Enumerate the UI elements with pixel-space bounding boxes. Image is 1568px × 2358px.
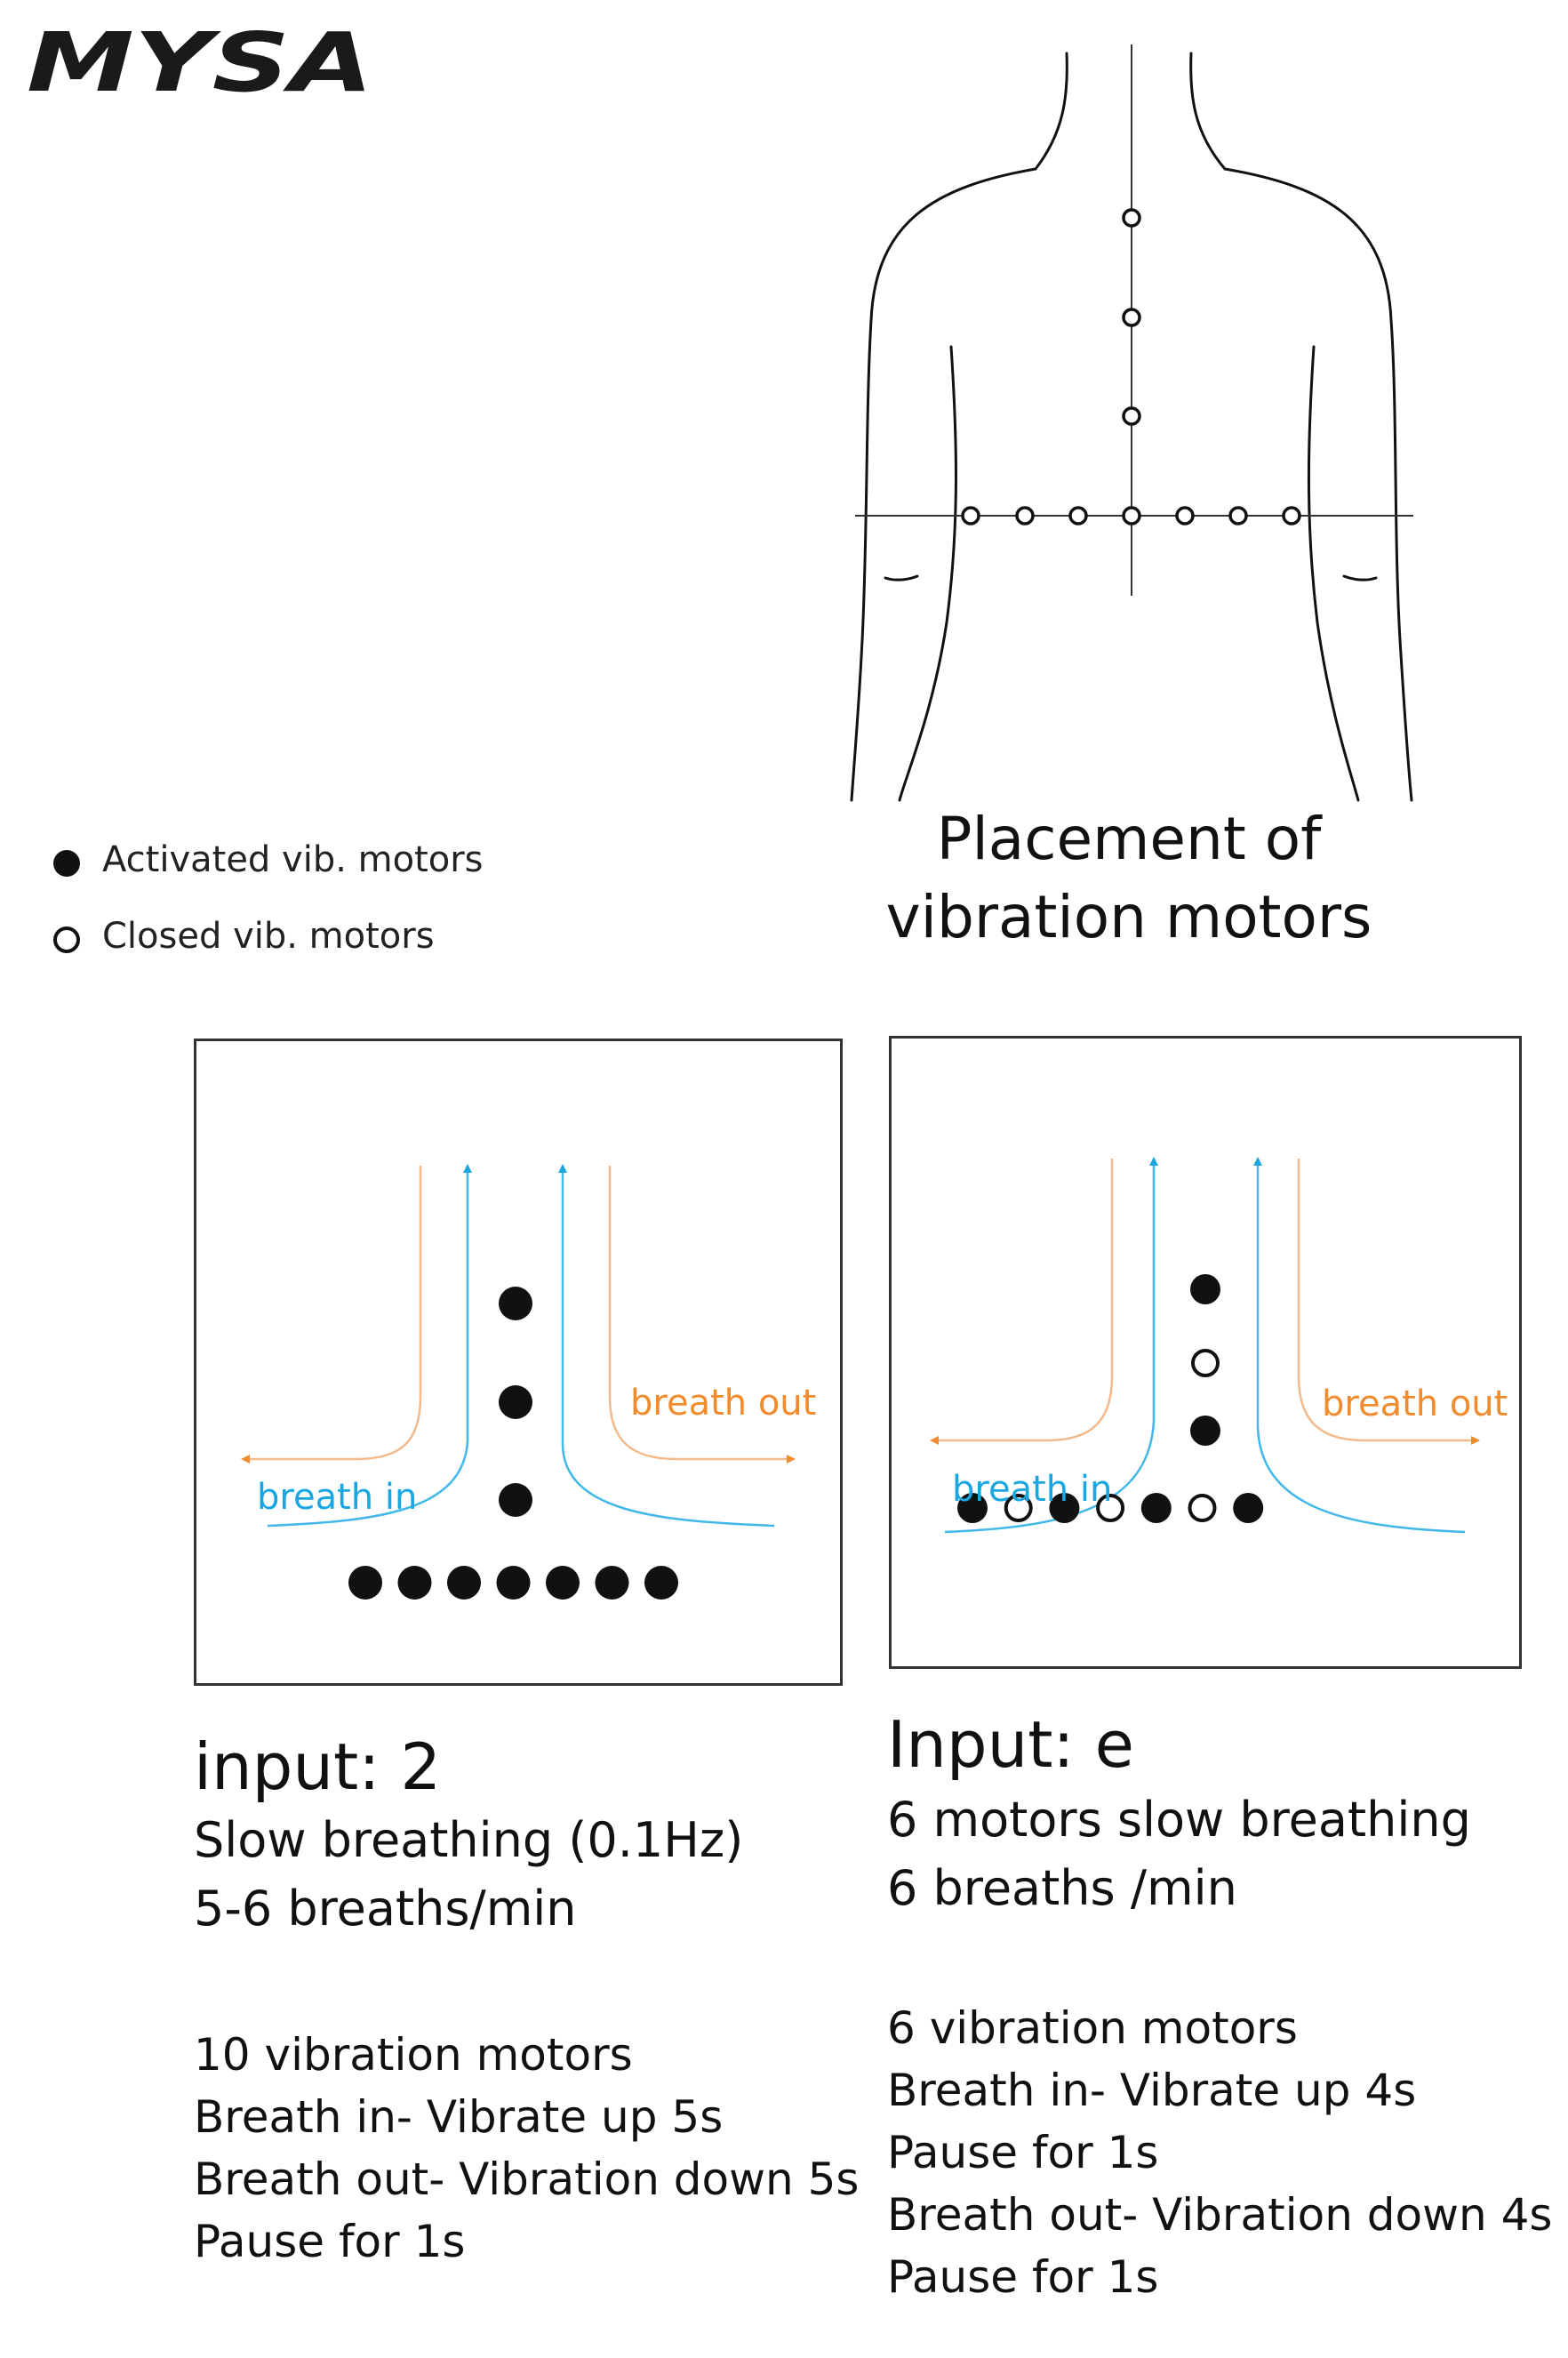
motor-waist-5	[1175, 506, 1195, 525]
input-e-line-1: 6 motors slow breathing	[887, 1792, 1471, 1848]
figure-caption: Placement of vibration motors	[853, 800, 1404, 957]
input-2-line-1: Slow breathing (0.1Hz)	[194, 1812, 744, 1868]
panel-input-e-diagram: breath out breath in	[930, 1157, 1508, 1534]
activated-dot-icon	[53, 850, 80, 877]
motor-bottom-7-activated	[1233, 1493, 1264, 1523]
panel-input-2-diagram: breath out breath in	[241, 1164, 816, 1600]
motor-bottom-6-activated	[595, 1566, 629, 1600]
panel-input-2: breath out breath in	[194, 1039, 843, 1686]
input-2-detail-1: 10 vibration motors	[194, 2029, 633, 2081]
input-e-title: Input: e	[887, 1707, 1134, 1782]
motor-waist-3	[1068, 506, 1088, 525]
breath-out-arrow-left	[241, 1166, 422, 1464]
breath-in-arrow-left	[267, 1164, 472, 1528]
input-e-line-2: 6 breaths /min	[887, 1860, 1237, 1916]
input-e-detail-1: 6 vibration motors	[887, 2002, 1298, 2054]
motor-waist-7	[1282, 506, 1301, 525]
mysa-logo: MYSA	[27, 20, 373, 108]
breath-out-label: breath out	[1322, 1384, 1508, 1424]
motor-bottom-7-activated	[644, 1566, 678, 1600]
breath-out-arrow-right	[608, 1166, 796, 1464]
closed-dot-icon	[53, 926, 80, 953]
motor-waist-2	[1015, 506, 1035, 525]
logo-text: MYSA	[27, 20, 373, 108]
motor-bottom-3-activated	[1049, 1493, 1080, 1523]
motor-bottom-5-activated	[546, 1566, 580, 1600]
torso-outline	[850, 52, 1413, 802]
motor-bottom-2-closed	[1004, 1494, 1033, 1522]
caption-line-1: Placement of	[936, 805, 1322, 873]
motor-bottom-4-closed	[1096, 1494, 1125, 1522]
motor-bottom-3-activated	[447, 1566, 481, 1600]
motor-bottom-2-activated	[397, 1566, 432, 1600]
legend-closed	[53, 926, 80, 953]
breath-in-label: breath in	[257, 1477, 417, 1518]
motor-bottom-4-activated	[496, 1566, 531, 1600]
input-e-detail-4: Breath out- Vibration down 4s	[887, 2189, 1553, 2241]
legend-activated-label: Activated vib. motors	[102, 839, 484, 880]
torso-figure	[850, 44, 1413, 802]
input-2-detail-4: Pause for 1s	[194, 2216, 466, 2267]
motor-bottom-6-closed	[1188, 1494, 1217, 1522]
breath-out-arrow-right	[1297, 1159, 1480, 1445]
motor-spine-1	[1122, 208, 1141, 228]
panel-input-e: breath out breath in	[889, 1036, 1522, 1669]
motor-bottom-1-activated	[348, 1566, 382, 1600]
motor-top-1-activated	[499, 1287, 532, 1320]
legend-activated	[53, 850, 80, 877]
breath-in-arrow-right	[558, 1164, 775, 1528]
motor-top-3-activated	[1190, 1416, 1220, 1446]
motor-spine-2	[1122, 308, 1141, 327]
motor-top-2-closed	[1191, 1349, 1220, 1377]
breath-out-arrow-left	[930, 1159, 1114, 1445]
motor-bottom-5-activated	[1140, 1493, 1172, 1523]
breath-out-label: breath out	[630, 1383, 816, 1424]
motor-bottom-1-activated	[957, 1493, 988, 1523]
motor-top-3-activated	[499, 1483, 532, 1517]
breath-in-label: breath in	[952, 1469, 1112, 1510]
motor-waist-1	[961, 506, 980, 525]
input-e-detail-3: Pause for 1s	[887, 2127, 1159, 2178]
input-e-detail-2: Breath in- Vibrate up 4s	[887, 2065, 1417, 2116]
input-2-detail-2: Breath in- Vibrate up 5s	[194, 2091, 724, 2143]
input-e-detail-5: Pause for 1s	[887, 2251, 1159, 2303]
input-2-line-2: 5-6 breaths/min	[194, 1881, 577, 1937]
legend-closed-label: Closed vib. motors	[102, 916, 435, 957]
input-2-title: input: 2	[194, 1729, 442, 1804]
input-2-detail-3: Breath out- Vibration down 5s	[194, 2153, 860, 2205]
motor-top-1-activated	[1190, 1274, 1220, 1304]
motor-waist-6	[1228, 506, 1248, 525]
caption-line-2: vibration motors	[885, 883, 1372, 951]
motor-spine-3	[1122, 406, 1141, 426]
motor-top-2-activated	[499, 1385, 532, 1419]
breath-in-arrow-right	[1253, 1157, 1466, 1534]
motor-waist-4	[1122, 506, 1141, 525]
